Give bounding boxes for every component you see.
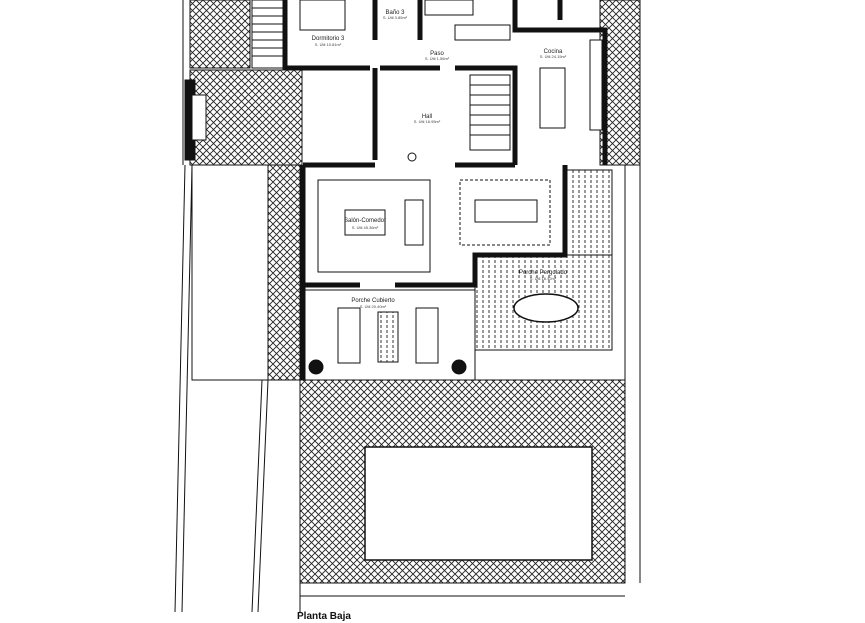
- dining-table-outdoor: [513, 293, 579, 323]
- svg-text:Porche Cubierto: Porche Cubierto: [351, 298, 395, 304]
- svg-text:S. Útil 3.85m²: S. Útil 3.85m²: [383, 15, 408, 20]
- svg-text:Porche Pergolado: Porche Pergolado: [519, 270, 568, 276]
- svg-text:S. Útil 24.15m²: S. Útil 24.15m²: [540, 54, 567, 59]
- svg-text:S. Útil 20.40m²: S. Útil 20.40m²: [360, 304, 387, 309]
- svg-text:S. Útil 16.95m²: S. Útil 16.95m²: [414, 119, 441, 124]
- svg-text:S. Útil 1.56m²: S. Útil 1.56m²: [425, 56, 450, 61]
- svg-text:Baño 3: Baño 3: [385, 10, 405, 16]
- plan-title: Planta Baja: [297, 611, 351, 622]
- pergola-side: [564, 169, 613, 256]
- svg-text:Cocina: Cocina: [544, 49, 563, 55]
- svg-text:Salón-Comedor: Salón-Comedor: [344, 218, 386, 224]
- svg-text:Hall: Hall: [422, 114, 432, 120]
- svg-text:S. Útil 45.36m²: S. Útil 45.36m²: [352, 225, 379, 230]
- exterior-stairs: [184, 0, 285, 161]
- interior: [299, 0, 603, 273]
- site-boundary: [174, 0, 641, 613]
- svg-text:S. Útil 10.81m²: S. Útil 10.81m²: [315, 42, 342, 47]
- pool: [364, 446, 593, 561]
- room-bano-3: Baño 3S. Útil 3.85m²: [383, 10, 408, 20]
- svg-text:S. Útil 18.42m²: S. Útil 18.42m²: [530, 276, 557, 281]
- svg-text:Dormitorio 3: Dormitorio 3: [312, 36, 345, 42]
- walls: [282, 0, 608, 380]
- svg-text:Paso: Paso: [430, 51, 444, 57]
- porch-furniture: [308, 307, 467, 375]
- room-dormitorio-3: Dormitorio 3S. Útil 10.81m²: [312, 36, 345, 47]
